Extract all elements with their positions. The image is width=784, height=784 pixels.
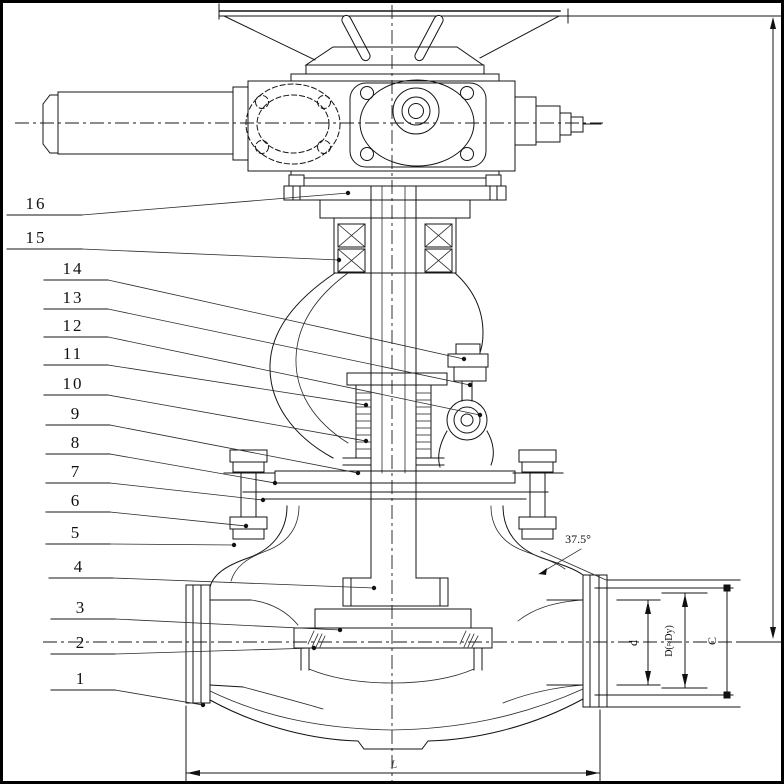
callout-4: 4 [74, 557, 85, 576]
callout-12: 12 [63, 316, 84, 335]
gland-flange [346, 372, 448, 386]
callout-8: 8 [71, 433, 82, 452]
eye-hinge [446, 399, 488, 441]
handwheel-rod-right [414, 14, 444, 62]
flange-bolt-right [485, 174, 502, 201]
body-flange-right [582, 574, 608, 708]
callout-9: 9 [71, 404, 82, 423]
callout-7: 7 [71, 462, 82, 481]
handwheel-spoke-left [223, 15, 316, 61]
actuator-housing [247, 80, 516, 172]
flange-dim-label: C [705, 637, 719, 645]
dimensions: d D(≈Dy) C L [185, 8, 781, 781]
seat-seal-hatch [307, 630, 479, 648]
handwheel-rod-left [341, 14, 371, 62]
actuator-left-flange [245, 83, 341, 165]
seat-angle-annotation: 37.5° [538, 532, 607, 581]
handwheel [218, 3, 561, 62]
callout-2: 2 [76, 633, 87, 652]
yoke-flange [283, 170, 507, 219]
valve-stem [370, 185, 417, 579]
mid-diameter-label: D(≈Dy) [664, 625, 675, 657]
bearing-housing [333, 217, 457, 274]
callout-labels: 16 15 14 13 12 11 10 9 8 7 6 5 4 3 2 1 [26, 194, 87, 688]
actuator-right-flange [349, 82, 487, 168]
callout-5: 5 [71, 523, 82, 542]
bonnet-stud-right [512, 449, 564, 540]
crank-knob [570, 116, 584, 133]
callout-13: 13 [63, 288, 84, 307]
callout-leaders [6, 190, 483, 708]
seat-ring [308, 668, 475, 684]
length-dimension: L [185, 705, 601, 781]
handwheel-spoke-right [479, 15, 560, 59]
callout-3: 3 [76, 598, 87, 617]
centerlines [15, 5, 781, 781]
bonnet-stud-left [223, 449, 275, 540]
height-dimension [559, 8, 781, 643]
callout-15: 15 [26, 228, 47, 247]
swing-bolt [438, 343, 494, 468]
mid-diameter-dimension: D(≈Dy) [661, 592, 708, 689]
valve-sectional-drawing: d D(≈Dy) C L [6, 3, 781, 781]
stuffing-box [342, 372, 448, 466]
body-flange-left [185, 584, 211, 704]
callout-16: 16 [26, 194, 47, 213]
actuator-gearbox [514, 96, 537, 146]
callout-1: 1 [76, 669, 87, 688]
flange-dimension: C [594, 579, 741, 708]
face-to-face-label: L [390, 757, 398, 771]
callout-10: 10 [63, 374, 84, 393]
flange-bolt-left [288, 174, 305, 201]
bore-diameter-label: d [626, 640, 640, 646]
actuator-hub [392, 87, 440, 135]
seat-angle-label: 37.5° [565, 532, 591, 546]
bore-dimension: d [616, 599, 661, 686]
callout-6: 6 [71, 491, 82, 510]
bonnet-flange [223, 449, 564, 540]
actuator [42, 46, 602, 172]
actuator-top-cap [304, 46, 485, 66]
callout-11: 11 [63, 344, 83, 363]
disc-and-seat [293, 577, 493, 684]
motor [42, 86, 249, 161]
callout-14: 14 [63, 259, 84, 278]
